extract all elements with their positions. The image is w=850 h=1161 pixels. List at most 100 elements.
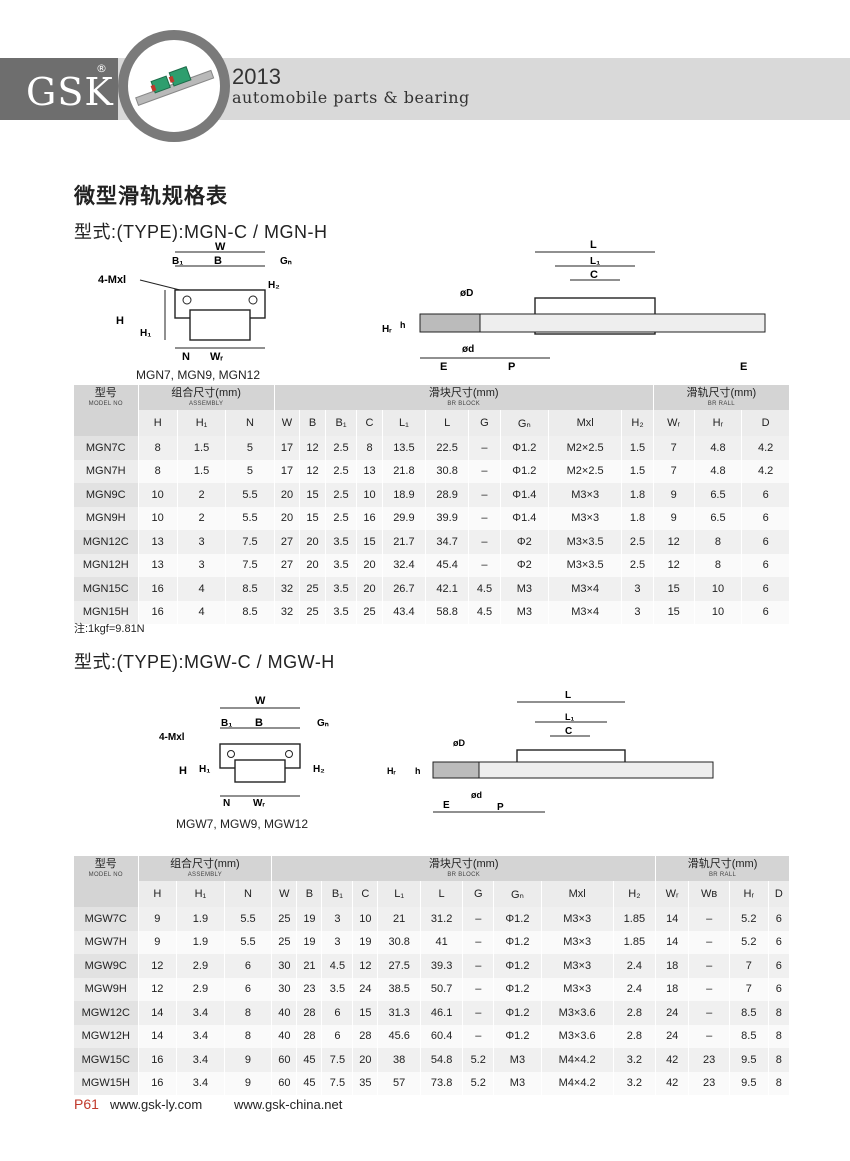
dim-HR: Hᵣ <box>382 324 392 335</box>
table-cell: 6 <box>741 577 790 601</box>
table-cell: – <box>462 1024 495 1048</box>
table-cell: 8.5 <box>225 577 275 601</box>
table-cell: 15 <box>653 600 695 624</box>
table-cell: 2.9 <box>176 977 225 1001</box>
table-cell: – <box>688 907 731 931</box>
table-cell: – <box>468 483 501 507</box>
column-header: L₁ <box>377 881 421 907</box>
dim-HR: Hᵣ <box>387 766 396 776</box>
unit-note: 注:1kgf=9.81N <box>74 623 145 635</box>
table-cell: M3 <box>500 600 550 624</box>
table-cell: 16 <box>138 577 178 601</box>
table-cell: 32 <box>274 577 301 601</box>
dim-B1: B₁ <box>172 256 183 267</box>
table-cell: 3.4 <box>176 1024 225 1048</box>
table-cell: 9.5 <box>729 1048 769 1072</box>
dim-E: E <box>440 361 447 373</box>
table-cell: M3×3.5 <box>548 530 623 554</box>
table-cell: M2×2.5 <box>548 459 623 483</box>
table-cell: 6 <box>741 530 790 554</box>
table-cell: Φ1.2 <box>493 1001 542 1025</box>
table-cell: M3×3.6 <box>541 1001 614 1025</box>
table-cell: – <box>468 506 501 530</box>
dim-W: W <box>215 241 226 253</box>
table-cell: 46.1 <box>420 1001 464 1025</box>
column-header: H <box>138 410 178 436</box>
table-cell: 13 <box>138 553 178 577</box>
table-cell: 73.8 <box>420 1071 464 1095</box>
dim-L: L <box>590 239 597 251</box>
table-cell: 13 <box>138 530 178 554</box>
column-header: H₂ <box>621 410 654 436</box>
table-cell: – <box>688 930 731 954</box>
table-cell: 10 <box>352 907 379 931</box>
column-header: Mxl <box>548 410 623 436</box>
table-cell: 3 <box>177 530 227 554</box>
table-cell: 7 <box>729 977 769 1001</box>
table-cell: 9 <box>653 483 695 507</box>
table-cell: 58.8 <box>425 600 470 624</box>
table-cell: 5 <box>225 436 275 460</box>
header-year: 2013 <box>232 64 281 89</box>
table-cell: 8 <box>768 1071 791 1095</box>
table-cell: – <box>468 530 501 554</box>
label-mxl: 4-Mxl <box>159 732 185 743</box>
website-link-2[interactable]: www.gsk-china.net <box>234 1097 343 1112</box>
model-cell: MGW12C <box>74 1001 139 1025</box>
table-cell: 3 <box>621 600 654 624</box>
table-cell: 40 <box>271 1001 298 1025</box>
table-cell: 1.8 <box>621 483 654 507</box>
website-link-1[interactable]: www.gsk-ly.com <box>110 1097 203 1112</box>
table-cell: M3×3 <box>541 954 614 978</box>
table-cell: 1.5 <box>177 459 227 483</box>
dim-W: W <box>255 695 266 707</box>
dim-H: H <box>116 315 124 327</box>
dim-h: h <box>415 766 421 776</box>
table-cell: 42 <box>655 1071 690 1095</box>
table-cell: 3 <box>177 553 227 577</box>
table-cell: 8 <box>768 1024 791 1048</box>
header-tagline: automobile parts & bearing <box>232 88 470 107</box>
table-cell: 21 <box>377 907 421 931</box>
table-cell: Φ2 <box>500 530 550 554</box>
table-cell: 9 <box>138 907 178 931</box>
table-cell: 3.2 <box>613 1071 657 1095</box>
table-cell: – <box>462 954 495 978</box>
table-cell: 6 <box>741 483 790 507</box>
model-cell: MGW9C <box>74 954 139 978</box>
column-header: H₁ <box>177 410 227 436</box>
table-cell: 8 <box>138 459 178 483</box>
table-cell: 39.9 <box>425 506 470 530</box>
table-cell: 1.85 <box>613 907 657 931</box>
table-cell: 3.5 <box>325 553 358 577</box>
table-cell: 23 <box>296 977 323 1001</box>
table-cell: 27 <box>274 553 301 577</box>
table-cell: 21.8 <box>382 459 427 483</box>
table-cell: 34.7 <box>425 530 470 554</box>
table-cell: 8.5 <box>729 1024 769 1048</box>
table-cell: 6 <box>224 977 273 1001</box>
dim-E-right: E <box>740 361 747 373</box>
column-header: B <box>296 881 323 907</box>
rail-header: 滑轨尺寸(mm) BR RALL <box>653 385 791 410</box>
table-cell: 2.5 <box>325 436 358 460</box>
table-cell: 4.2 <box>741 459 790 483</box>
logo-box <box>0 58 118 120</box>
dim-WR: Wᵣ <box>210 351 223 363</box>
table-cell: 9 <box>653 506 695 530</box>
table-cell: M4×4.2 <box>541 1048 614 1072</box>
table-cell: 30.8 <box>425 459 470 483</box>
table-cell: 4 <box>177 577 227 601</box>
table-cell: 2 <box>177 483 227 507</box>
mgn-side-view-diagram: L L₁ C øD ød h Hᵣ E P E <box>382 239 766 373</box>
table-cell: 3.2 <box>613 1048 657 1072</box>
table-cell: 10 <box>694 577 743 601</box>
table-cell: M4×4.2 <box>541 1071 614 1095</box>
column-header: Gₙ <box>500 410 550 436</box>
table-cell: 10 <box>138 506 178 530</box>
